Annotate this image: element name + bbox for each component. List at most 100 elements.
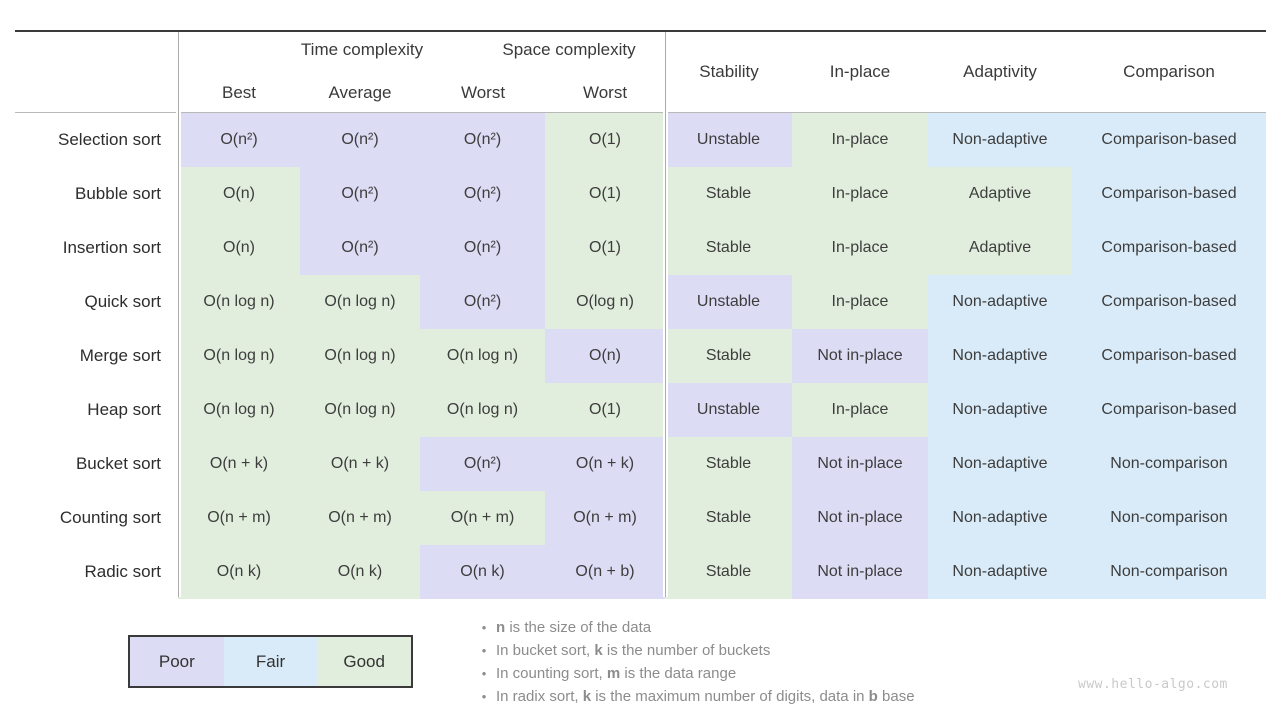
cell-stability: Stable <box>665 437 792 491</box>
cell-worst-space: O(log n) <box>545 275 665 329</box>
cell-adaptivity: Non-adaptive <box>928 491 1072 545</box>
cell-worst-space: O(1) <box>545 113 665 167</box>
cell-adaptivity: Adaptive <box>928 221 1072 275</box>
cell-best: O(n log n) <box>178 383 300 437</box>
cell-worst-time: O(n log n) <box>420 329 545 383</box>
cell-worst-time: O(n log n) <box>420 383 545 437</box>
cell-worst-time: O(n²) <box>420 167 545 221</box>
row-label: Radic sort <box>15 545 178 599</box>
cell-worst-time: O(n²) <box>420 221 545 275</box>
cell-stability: Stable <box>665 491 792 545</box>
footnote-text: In radix sort, k is the maximum number o… <box>496 688 915 705</box>
cell-stability: Stable <box>665 545 792 599</box>
row-label: Bubble sort <box>15 167 178 221</box>
cell-average: O(n log n) <box>300 275 420 329</box>
cell-comparison: Non-comparison <box>1072 491 1266 545</box>
cell-comparison: Comparison-based <box>1072 113 1266 167</box>
cell-best: O(n log n) <box>178 329 300 383</box>
cell-best: O(n k) <box>178 545 300 599</box>
cell-worst-time: O(n²) <box>420 437 545 491</box>
row-label: Merge sort <box>15 329 178 383</box>
header-average: Average <box>328 83 392 102</box>
cell-best: O(n + k) <box>178 437 300 491</box>
header-in-place: In-place <box>829 62 891 81</box>
cell-adaptivity: Non-adaptive <box>928 275 1072 329</box>
cell-in-place: Not in-place <box>792 329 928 383</box>
footnotes: • n is the size of the data • In bucket sor… <box>472 616 1072 708</box>
header-space-complexity: Space complexity <box>502 40 636 59</box>
cell-in-place: In-place <box>792 167 928 221</box>
cell-worst-time: O(n + m) <box>420 491 545 545</box>
cell-adaptivity: Non-adaptive <box>928 437 1072 491</box>
cell-worst-space: O(n + k) <box>545 437 665 491</box>
footnote-item: • In radix sort, k is the maximum number … <box>472 685 1072 708</box>
bullet-icon: • <box>481 666 487 681</box>
watermark: www.hello-algo.com <box>1078 677 1228 692</box>
cell-worst-space: O(n + b) <box>545 545 665 599</box>
footnote-item: • In bucket sort, k is the number of buck… <box>472 639 1072 662</box>
cell-best: O(n²) <box>178 113 300 167</box>
header-best: Best <box>221 83 257 102</box>
footnote-text: In counting sort, m is the data range <box>496 665 737 682</box>
cell-in-place: In-place <box>792 221 928 275</box>
legend-item-fair: Fair <box>223 637 318 686</box>
cell-comparison: Comparison-based <box>1072 275 1266 329</box>
row-label: Insertion sort <box>15 221 178 275</box>
row-label: Quick sort <box>15 275 178 329</box>
cell-average: O(n + m) <box>300 491 420 545</box>
cell-best: O(n) <box>178 221 300 275</box>
cell-stability: Unstable <box>665 275 792 329</box>
cell-average: O(n log n) <box>300 329 420 383</box>
cell-comparison: Comparison-based <box>1072 167 1266 221</box>
cell-comparison: Comparison-based <box>1072 383 1266 437</box>
header-stability: Stability <box>699 62 759 81</box>
cell-average: O(n²) <box>300 113 420 167</box>
cell-average: O(n log n) <box>300 383 420 437</box>
bullet-icon: • <box>481 620 487 635</box>
cell-worst-space: O(n) <box>545 329 665 383</box>
cell-adaptivity: Non-adaptive <box>928 113 1072 167</box>
left-divider-line <box>178 32 179 597</box>
cell-comparison: Comparison-based <box>1072 221 1266 275</box>
footnote-text: n is the size of the data <box>496 619 652 636</box>
cell-in-place: In-place <box>792 383 928 437</box>
row-label: Bucket sort <box>15 437 178 491</box>
cell-adaptivity: Non-adaptive <box>928 329 1072 383</box>
complexity-table: Time complexity Space complexity Best Av… <box>15 30 1266 599</box>
cell-in-place: In-place <box>792 275 928 329</box>
middle-divider-line <box>665 32 666 597</box>
legend-item-good: Good <box>317 637 412 686</box>
cell-average: O(n k) <box>300 545 420 599</box>
cell-adaptivity: Non-adaptive <box>928 545 1072 599</box>
cell-in-place: In-place <box>792 113 928 167</box>
cell-worst-space: O(1) <box>545 383 665 437</box>
bullet-icon: • <box>481 689 487 704</box>
cell-stability: Stable <box>665 167 792 221</box>
cell-stability: Unstable <box>665 113 792 167</box>
cell-worst-space: O(1) <box>545 167 665 221</box>
cell-comparison: Non-comparison <box>1072 545 1266 599</box>
bullet-icon: • <box>481 643 487 658</box>
header-adaptivity: Adaptivity <box>963 62 1037 81</box>
header-time-complexity: Time complexity <box>300 40 424 59</box>
footnote-item: • n is the size of the data <box>472 616 1072 639</box>
cell-adaptivity: Non-adaptive <box>928 383 1072 437</box>
cell-stability: Stable <box>665 221 792 275</box>
cell-adaptivity: Adaptive <box>928 167 1072 221</box>
cell-worst-space: O(n + m) <box>545 491 665 545</box>
footnote-text: In bucket sort, k is the number of bucke… <box>496 642 771 659</box>
table-header: Time complexity Space complexity Best Av… <box>15 32 1266 112</box>
cell-stability: Stable <box>665 329 792 383</box>
header-worst-space: Worst <box>582 83 628 102</box>
cell-worst-space: O(1) <box>545 221 665 275</box>
cell-in-place: Not in-place <box>792 491 928 545</box>
header-worst-time: Worst <box>460 83 506 102</box>
footnote-item: • In counting sort, m is the data range <box>472 662 1072 685</box>
cell-worst-time: O(n²) <box>420 275 545 329</box>
cell-comparison: Comparison-based <box>1072 329 1266 383</box>
cell-average: O(n²) <box>300 221 420 275</box>
row-label: Counting sort <box>15 491 178 545</box>
